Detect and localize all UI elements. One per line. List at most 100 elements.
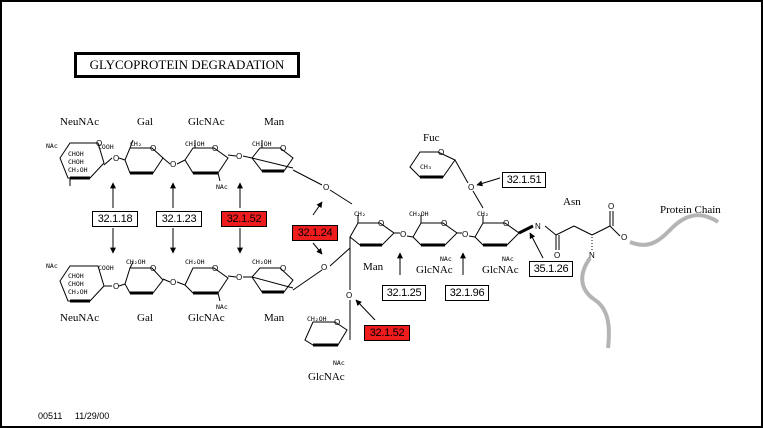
ring-o: O (96, 139, 102, 148)
core-glcnac1-ring (412, 215, 458, 247)
ring-o: O (150, 144, 156, 153)
o-link: O (321, 263, 327, 272)
label-fucose: Fuc (423, 132, 440, 144)
o-link: O (323, 183, 329, 192)
o-link: O (468, 183, 474, 192)
man-ring-top (251, 140, 294, 173)
map-id: 00511 (38, 411, 63, 421)
fucose-ring (409, 151, 456, 179)
ch2oh-label: CH₂OH (185, 140, 205, 148)
o-link: O (113, 282, 119, 291)
label-neunac-top: NeuNAc (60, 116, 100, 128)
ch2oh-label: CH₂OH (185, 258, 205, 266)
nac-label: NAc (502, 255, 514, 263)
o-link: O (346, 291, 352, 300)
o-link: O (170, 160, 176, 169)
chon-label: CHOH (68, 158, 84, 166)
o-link: O (170, 278, 176, 287)
enzyme-box-32-1-24[interactable]: 32.1.24 (292, 225, 338, 241)
chon-label: CHOH (68, 150, 84, 158)
protein-chain (580, 213, 720, 349)
ch2oh-label: CH₂OH (409, 210, 429, 218)
ch2-label: CH₂ (130, 140, 142, 148)
o-atom: O (621, 233, 627, 242)
o-link: O (113, 154, 119, 163)
label-core-glcnac-2: GlcNAc (482, 264, 519, 276)
enzyme-box-32-1-23[interactable]: 32.1.23 (156, 211, 202, 227)
chon-label: CHOH (68, 272, 84, 280)
nac-label: NAc (46, 262, 58, 270)
enzyme-box-32-1-96[interactable]: 32.1.96 (445, 285, 489, 301)
core-man-ring (349, 215, 395, 247)
glcnac-ring-top (184, 140, 229, 182)
n-atom: N (535, 222, 541, 231)
ch2oh-label: CH₂OH (126, 258, 146, 266)
enzyme-box-32-1-52-top[interactable]: 32.1.52 (221, 211, 267, 227)
ch3-label: CH₃ (420, 163, 432, 171)
n-atom: N (589, 251, 595, 260)
enzyme-box-35-1-26[interactable]: 35.1.26 (529, 261, 573, 277)
branch-glcnac-ring (304, 321, 348, 347)
nac-label: NAc (46, 142, 58, 150)
nac-label: NAc (333, 359, 345, 367)
enzyme-arrows (110, 177, 544, 321)
label-man-bottom: Man (264, 312, 285, 324)
o-atom: O (608, 202, 614, 211)
cooh-label: COOH (98, 143, 114, 151)
ch2-label: CH₂ (477, 210, 489, 218)
ch2oh-label: CH₂OH (252, 140, 272, 148)
chon-label: CHOH (68, 280, 84, 288)
o-link: O (462, 230, 468, 239)
enzyme-box-32-1-18[interactable]: 32.1.18 (92, 211, 138, 227)
label-man-top: Man (264, 116, 285, 128)
enzyme-box-32-1-52-branch[interactable]: 32.1.52 (364, 325, 410, 341)
neunac-ring-bottom (59, 265, 105, 303)
core-glcnac2-ring (474, 215, 520, 247)
glcnac-ring-bottom (184, 267, 229, 302)
ch2oh-label: CH₂OH (307, 315, 327, 323)
label-core-glcnac-1: GlcNAc (416, 264, 453, 276)
ring-o: O (378, 219, 384, 228)
ch2oh-label: CH₂OH (252, 258, 272, 266)
ring-o: O (150, 264, 156, 273)
ch2oh-label: CH₂OH (68, 166, 88, 174)
asparagine-structure (544, 211, 621, 250)
ring-o: O (503, 219, 509, 228)
cooh-label: COOH (98, 264, 114, 272)
nac-label: NAc (216, 183, 228, 191)
label-branch-glcnac: GlcNAc (308, 371, 345, 383)
ring-o: O (212, 264, 218, 273)
ring-o: O (280, 144, 286, 153)
enzyme-box-32-1-25[interactable]: 32.1.25 (382, 285, 426, 301)
ch2-label: CH₂ (354, 210, 366, 218)
ring-o: O (441, 219, 447, 228)
label-protein-chain: Protein Chain (660, 204, 721, 216)
label-asparagine: Asn (563, 196, 581, 208)
label-glcnac-top: GlcNAc (188, 116, 225, 128)
label-gal-bottom: Gal (137, 312, 153, 324)
footer: 00511 11/29/00 (38, 411, 119, 421)
diagram-title: GLYCOPROTEIN DEGRADATION (74, 52, 300, 78)
ring-o: O (334, 318, 340, 327)
gal-ring-bottom (124, 261, 164, 295)
o-link: O (400, 230, 406, 239)
map-date: 11/29/00 (74, 411, 110, 421)
nac-label: NAc (216, 303, 228, 311)
label-glcnac-bottom: GlcNAc (188, 312, 225, 324)
ring-o: O (438, 148, 444, 157)
man-ring-bottom (251, 267, 294, 294)
o-link: O (236, 152, 242, 161)
label-neunac-bottom: NeuNAc (60, 312, 100, 324)
o-link: O (236, 273, 242, 282)
label-core-man: Man (363, 261, 384, 273)
o-atom: O (554, 251, 560, 260)
neunac-ring-top (59, 142, 105, 186)
enzyme-box-32-1-51[interactable]: 32.1.51 (502, 172, 546, 188)
ring-o: O (280, 264, 286, 273)
ring-o: O (212, 144, 218, 153)
ch2oh-label: CH₂OH (68, 288, 88, 296)
nac-label: NAc (440, 255, 452, 263)
label-gal-top: Gal (137, 116, 153, 128)
